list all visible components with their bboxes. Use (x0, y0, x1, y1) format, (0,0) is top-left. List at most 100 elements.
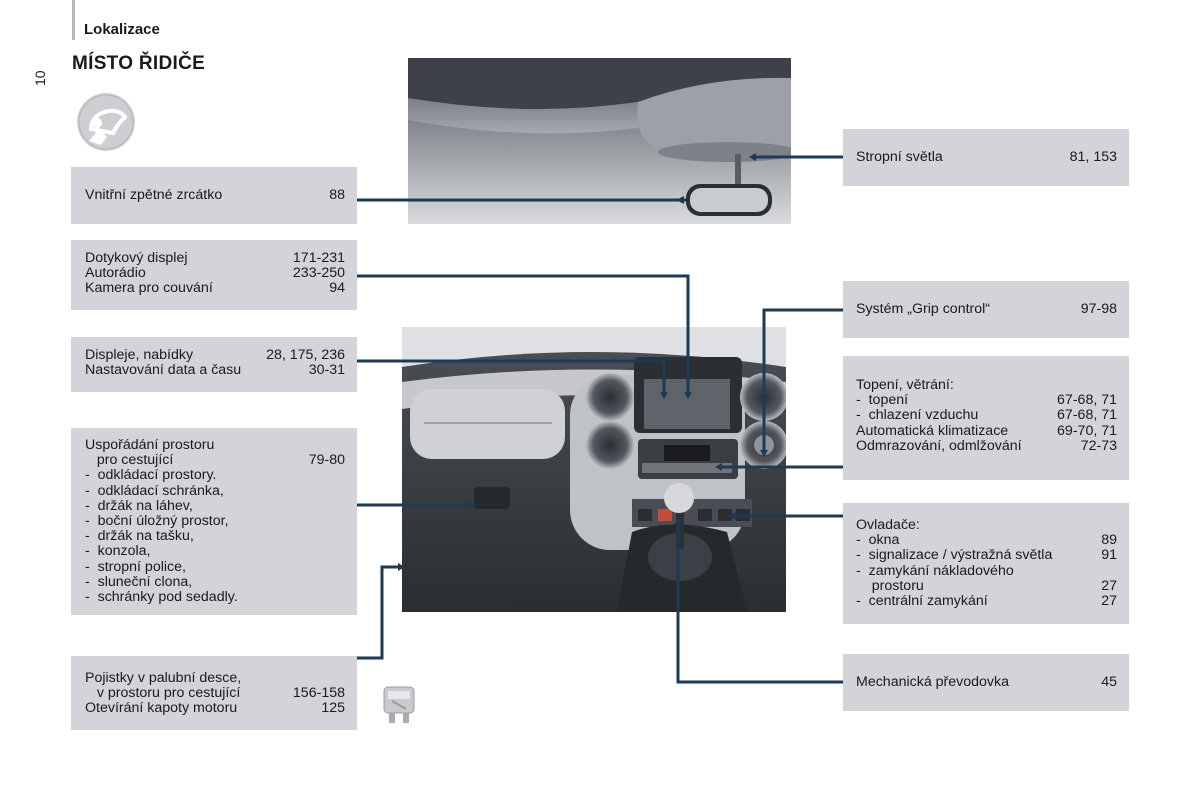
grip-page: 97-98 (1080, 301, 1117, 317)
ceiling-box: Stropní světla 81, 153 (843, 129, 1129, 186)
heating-row: - topení 67-68, 71 (856, 393, 1117, 408)
heating-label-1: - topení (856, 392, 909, 409)
fuses-row: Otevírání kapoty motoru 125 (85, 701, 345, 716)
storage-label-6: - držák na tašku, (85, 528, 194, 545)
display-row: Kamera pro couvání 94 (85, 281, 345, 296)
mirror-label: Vnitřní zpětné zrcátko (85, 187, 223, 203)
section-bar (72, 0, 75, 40)
storage-row: - sluneční clona, (85, 573, 345, 590)
storage-row: - stropní police, (85, 558, 345, 575)
controls-page-4: 27 (1101, 577, 1117, 594)
heating-page-3: 69-70, 71 (1057, 422, 1117, 439)
ceiling-mirror-image (408, 58, 791, 224)
heating-page-4: 72-73 (1080, 437, 1117, 454)
section-label: Lokalizace (84, 21, 160, 38)
gearbox-box: Mechanická převodovka 45 (843, 654, 1129, 711)
storage-label-5: - boční úložný prostor, (85, 513, 229, 530)
fuses-page-2: 125 (321, 700, 345, 717)
heating-label-3: Automatická klimatizace (856, 422, 1009, 439)
gearbox-row: Mechanická převodovka 45 (856, 674, 1117, 690)
grip-box: Systém „Grip control“ 97-98 (843, 281, 1129, 338)
heating-row: Odmrazování, odmlžování 72-73 (856, 437, 1117, 454)
ceiling-row: Stropní světla 81, 153 (856, 149, 1117, 165)
mirror-page: 88 (329, 187, 345, 203)
fuses-row: Pojistky v palubní desce, (85, 670, 345, 686)
controls-label-5: - centrální zamykání (856, 593, 988, 610)
storage-label-9: - sluneční clona, (85, 573, 193, 590)
page-number: 10 (32, 70, 48, 86)
heating-label-0: Topení, větrání: (856, 377, 954, 393)
fuses-label-0: Pojistky v palubní desce, (85, 670, 242, 686)
page-title: MÍSTO ŘIDIČE (72, 53, 206, 74)
screens-row: Nastavování data a času 30-31 (85, 363, 345, 378)
mirror-box: Vnitřní zpětné zrcátko 88 (71, 167, 357, 224)
screens-label-1: Nastavování data a času (85, 362, 242, 379)
mirror-row: Vnitřní zpětné zrcátko 88 (85, 187, 345, 203)
dashboard-image (402, 327, 786, 612)
heating-row: Automatická klimatizace 69-70, 71 (856, 422, 1117, 439)
storage-box: Uspořádání prostoru pro cestující 79-80 -… (71, 428, 357, 615)
heating-box: Topení, větrání: - topení 67-68, 71 - chl… (843, 356, 1129, 480)
heating-row: - chlazení vzduchu 67-68, 71 (856, 408, 1117, 423)
display-label-1: Autorádio (85, 265, 146, 282)
fuses-label-2: Otevírání kapoty motoru (85, 700, 238, 717)
screens-box: Displeje, nabídky 28, 175, 236 Nastavován… (71, 337, 357, 392)
controls-page-5: 27 (1101, 593, 1117, 610)
screens-page-0: 28, 175, 236 (266, 347, 345, 363)
storage-label-2: - odkládací prostory. (85, 467, 217, 484)
storage-row: Uspořádání prostoru (85, 437, 345, 453)
storage-label-10: - schránky pod sedadly. (85, 589, 238, 606)
fuse-icon (382, 683, 418, 725)
controls-row: - centrální zamykání 27 (856, 593, 1117, 610)
heating-page-2: 67-68, 71 (1057, 407, 1117, 424)
gearbox-label: Mechanická převodovka (856, 674, 1009, 690)
heating-label-2: - chlazení vzduchu (856, 407, 979, 424)
display-page-2: 94 (329, 280, 345, 297)
controls-box: Ovladače: - okna 89 - signalizace / výstr… (843, 503, 1129, 624)
controls-row: - signalizace / výstražná světla 91 (856, 548, 1117, 563)
grip-label: Systém „Grip control“ (856, 301, 991, 317)
heating-row: Topení, větrání: (856, 377, 1117, 393)
screens-page-1: 30-31 (308, 362, 345, 379)
storage-row: - odkládací prostory. (85, 468, 345, 483)
controls-row: - okna 89 (856, 533, 1117, 548)
storage-page-1: 79-80 (308, 452, 345, 469)
controls-row: Ovladače: (856, 517, 1117, 533)
storage-row: - schránky pod sedadly. (85, 589, 345, 606)
storage-row: - držák na tašku, (85, 529, 345, 544)
storage-label-0: Uspořádání prostoru (85, 437, 215, 453)
controls-label-0: Ovladače: (856, 517, 920, 533)
screens-label-0: Displeje, nabídky (85, 347, 194, 363)
storage-label-3: - odkládací schránka, (85, 482, 224, 499)
controls-row: - zamykání nákladového (856, 562, 1117, 579)
controls-label-2: - signalizace / výstražná světla (856, 547, 1053, 564)
controls-label-1: - okna (856, 532, 900, 549)
storage-row: pro cestující 79-80 (85, 453, 345, 468)
storage-label-1: pro cestující (85, 452, 174, 469)
heating-page-1: 67-68, 71 (1057, 392, 1117, 409)
controls-label-4: prostoru (856, 577, 924, 594)
storage-row: - konzola, (85, 544, 345, 559)
heating-label-4: Odmrazování, odmlžování (856, 437, 1022, 454)
screens-row: Displeje, nabídky 28, 175, 236 (85, 347, 345, 363)
storage-row: - držák na láhev, (85, 498, 345, 514)
controls-label-3: - zamykání nákladového (856, 562, 1014, 579)
storage-row: - odkládací schránka, (85, 482, 345, 499)
storage-label-8: - stropní police, (85, 558, 186, 575)
storage-row: - boční úložný prostor, (85, 513, 345, 530)
controls-page-2: 91 (1101, 547, 1117, 564)
grip-row: Systém „Grip control“ 97-98 (856, 301, 1117, 317)
ceiling-page: 81, 153 (1069, 149, 1117, 165)
controls-page-1: 89 (1101, 532, 1117, 549)
ceiling-label: Stropní světla (856, 149, 943, 165)
display-label-2: Kamera pro couvání (85, 280, 213, 297)
fuses-box: Pojistky v palubní desce, v prostoru pro… (71, 656, 357, 730)
storage-label-7: - konzola, (85, 543, 151, 560)
fuses-label-1: v prostoru pro cestující (85, 685, 241, 702)
gearbox-page: 45 (1101, 674, 1117, 690)
steering-wheel-driver-icon (77, 93, 135, 151)
